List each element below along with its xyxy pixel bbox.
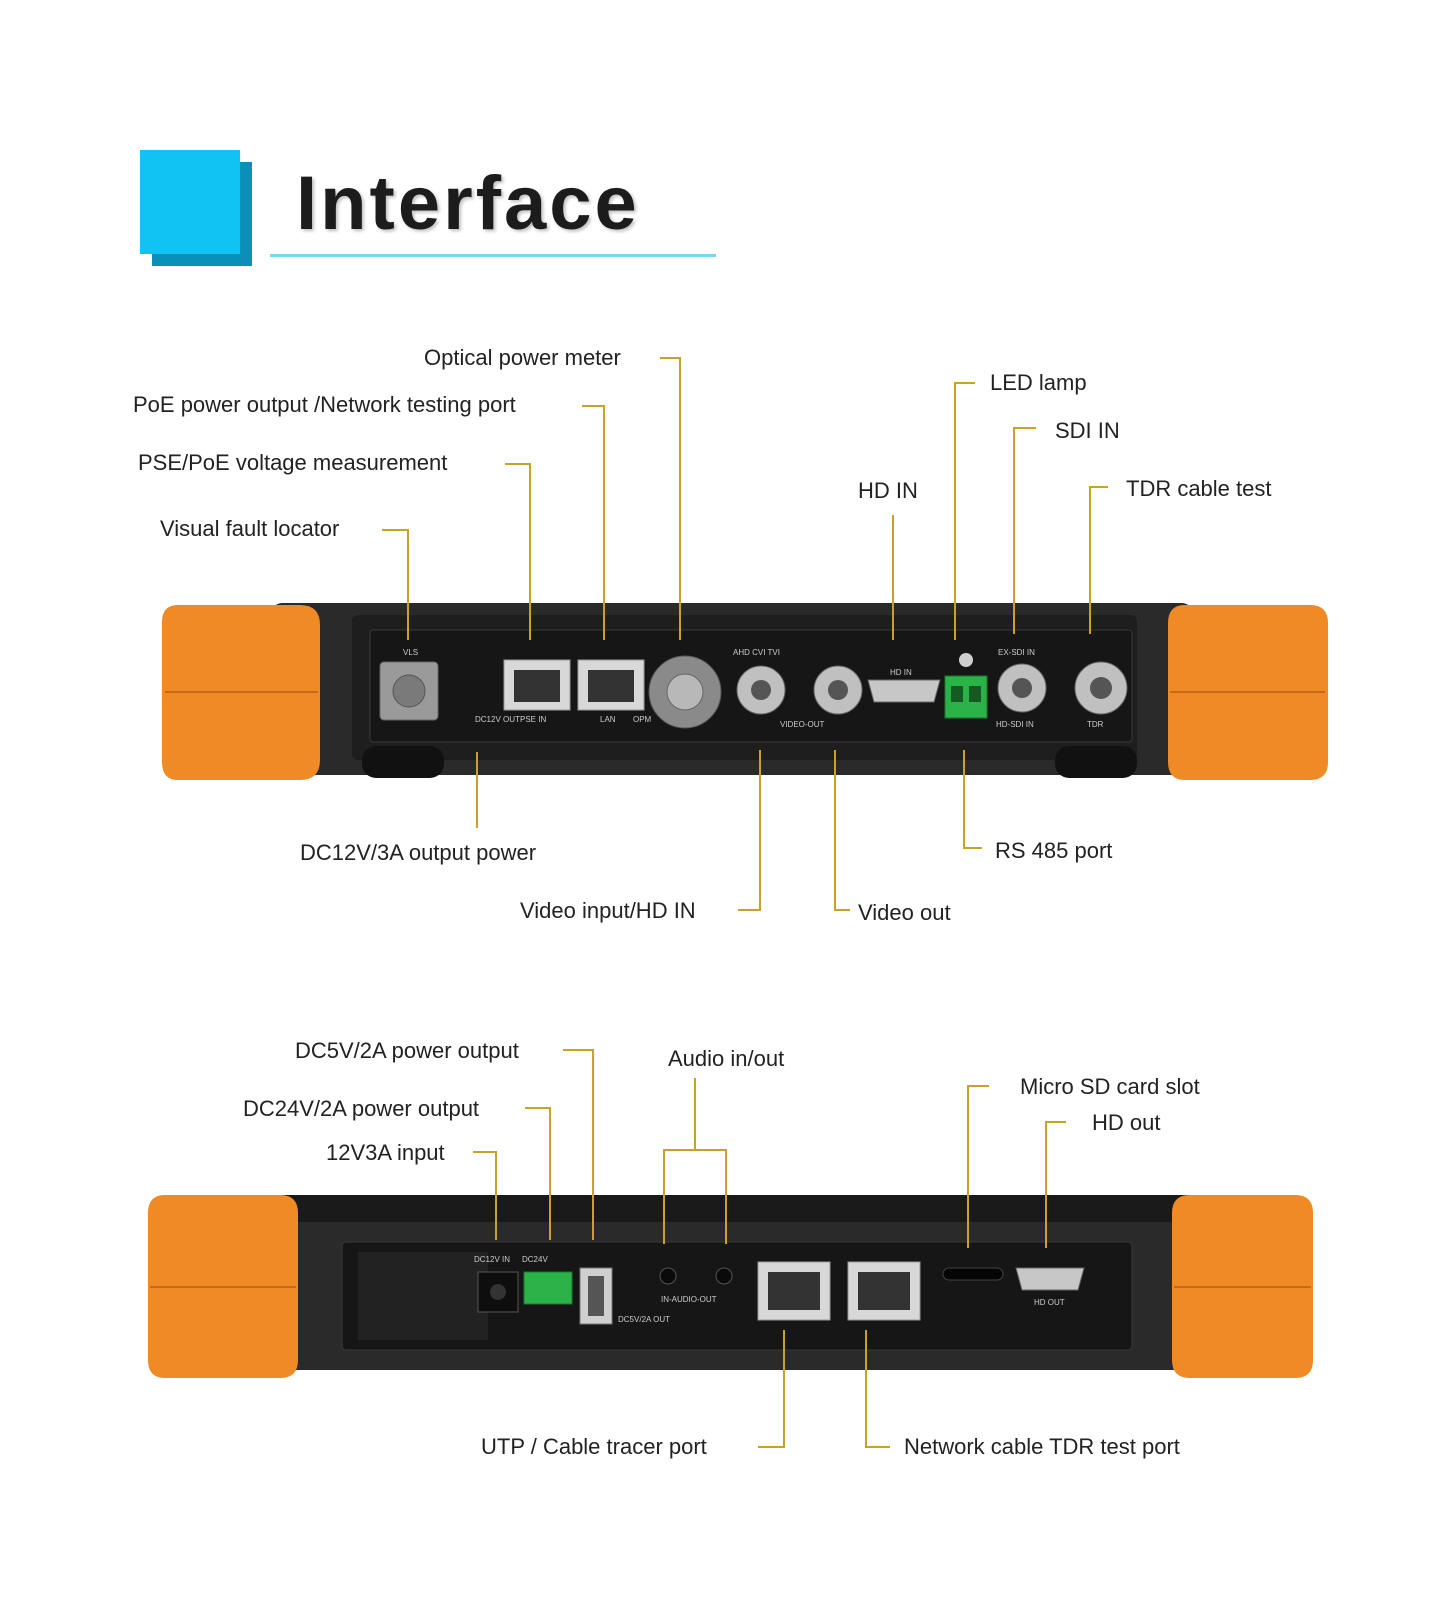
label-poe-output: PoE power output /Network testing port	[133, 392, 516, 417]
label-tdr-cable: TDR cable test	[1126, 476, 1272, 501]
label-rs485: RS 485 port	[995, 838, 1113, 863]
leader-audio-fork	[663, 1149, 727, 1244]
leader-micro-sd	[967, 1085, 989, 1248]
leader-vfl	[382, 529, 409, 640]
leader-12v	[473, 1151, 497, 1240]
dc24v-port	[523, 1271, 573, 1305]
panel-audio: IN-AUDIO-OUT	[661, 1295, 717, 1304]
audio-out-jack	[715, 1267, 733, 1285]
micro-sd-slot	[942, 1267, 1004, 1281]
label-hd-out: HD out	[1092, 1110, 1161, 1135]
panel-dc24v: DC24V	[522, 1255, 548, 1264]
label-12v-input: 12V3A input	[326, 1140, 445, 1165]
label-pse-poe: PSE/PoE voltage measurement	[138, 450, 448, 475]
panel-vls: VLS	[403, 648, 418, 657]
label-sdi-in: SDI IN	[1055, 418, 1120, 443]
panel-pse-in: PSE IN	[520, 715, 546, 724]
panel-hd-sdi: HD-SDI IN	[996, 720, 1034, 729]
leader-pse	[505, 463, 531, 640]
panel-dc12v: DC12V OUT	[475, 715, 520, 724]
leader-sdi	[1013, 427, 1036, 634]
label-dc12v: DC12V/3A output power	[300, 840, 537, 865]
hdmi-in-port	[867, 679, 941, 703]
leader-tdr	[1089, 486, 1108, 634]
leader-hd-out	[1045, 1121, 1066, 1248]
panel-dc5v: DC5V/2A OUT	[618, 1315, 670, 1324]
label-video-input: Video input/HD IN	[520, 898, 696, 923]
panel-opm: OPM	[633, 715, 652, 724]
panel-ahd: AHD CVI TVI	[733, 648, 780, 657]
panel-dc12v-in: DC12V IN	[474, 1255, 510, 1264]
left-hinge	[362, 746, 444, 778]
label-tdr-port: Network cable TDR test port	[904, 1434, 1180, 1459]
leader-video-out	[834, 750, 850, 911]
leader-dc24v	[525, 1107, 551, 1240]
label-led-lamp: LED lamp	[990, 370, 1087, 395]
label-optical-power-meter: Optical power meter	[424, 345, 621, 370]
leader-poe	[582, 405, 605, 640]
hdmi-out-port	[1015, 1267, 1085, 1291]
panel-hd-in: HD IN	[890, 668, 912, 677]
label-utp: UTP / Cable tracer port	[481, 1434, 707, 1459]
leader-tdr-port	[865, 1330, 890, 1448]
label-dc5v: DC5V/2A power output	[295, 1038, 519, 1063]
label-dc24v: DC24V/2A power output	[243, 1096, 480, 1121]
leader-rs485	[963, 750, 982, 849]
leader-utp	[758, 1330, 785, 1448]
leader-opm	[660, 357, 681, 640]
label-hd-in: HD IN	[858, 478, 918, 503]
label-video-out: Video out	[858, 900, 951, 925]
panel-tdr: TDR	[1087, 720, 1104, 729]
header-square	[140, 150, 240, 254]
led-lamp	[959, 653, 973, 667]
panel-lan: LAN	[600, 715, 616, 724]
panel-hd-out: HD OUT	[1034, 1298, 1065, 1307]
leader-dc5v	[563, 1049, 594, 1240]
leader-video-input	[738, 750, 761, 911]
label-vfl: Visual fault locator	[160, 516, 340, 541]
page-title: Interface	[296, 161, 640, 246]
title-underline	[270, 254, 716, 257]
label-audio: Audio in/out	[668, 1046, 785, 1071]
panel-ex-sdi: EX-SDI IN	[998, 648, 1035, 657]
label-micro-sd: Micro SD card slot	[1020, 1074, 1200, 1099]
audio-in-jack	[659, 1267, 677, 1285]
leader-led	[954, 382, 975, 640]
right-hinge	[1055, 746, 1137, 778]
bottom-port-panel	[341, 1241, 1133, 1351]
panel-video-out: VIDEO-OUT	[780, 720, 825, 729]
